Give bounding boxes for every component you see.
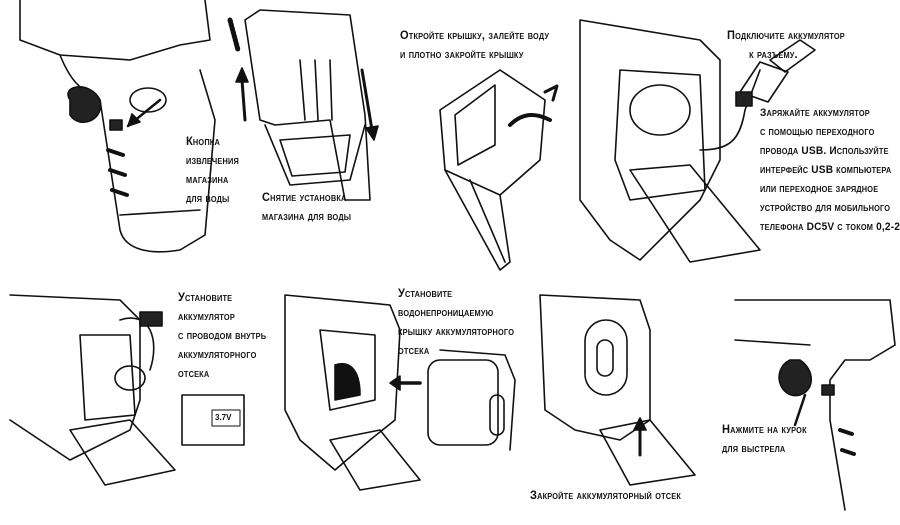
caption-line: Откройте крышку, залейте воду [400,28,550,42]
caption-line: магазина [186,172,229,186]
water-magazine-illustration [227,9,371,201]
battery-install-illustration [9,294,245,486]
lid-arrow-icon [508,113,552,127]
caption-line: извлечения [186,153,239,167]
caption-line: крышку аккумуляторного [398,324,515,338]
caption-line: отсека [398,343,430,357]
caption-line: Нажмите на курок [722,422,807,436]
magazine-fill-illustration [439,69,546,271]
caption-line: магазина для воды [262,209,352,223]
caption-line: отсека [178,366,210,380]
close-compartment-caption: Закройте аккумуляторный отсек [530,486,681,505]
caption-line: Установите [398,286,453,300]
caption-line: телефона DC5V с током 0,2-2A. [760,221,900,233]
battery-voltage-label: 3.7V [215,413,232,422]
charging-caption: Заряжайте аккумулятор с помощью переходн… [760,104,900,237]
cover-install-illustration [284,294,516,491]
install-cover-caption: Установите водонепроницаемую крышку акку… [398,284,514,360]
magazine-caption: Снятие установка магазина для воды [262,188,351,226]
arrow-head [127,113,141,127]
connect-battery-caption: Подключите аккумулятор к разъёму. [727,26,845,64]
caption-line: Подключите аккумулятор [727,28,845,42]
caption-line: Снятие установка [262,190,347,204]
compartment-close-illustration [539,294,696,486]
gun-grip-illustration [19,0,216,253]
caption-line: Кнопка [186,134,220,148]
caption-line: водонепроницаемую [398,305,494,319]
caption-line: устройство для мобильного [760,202,891,214]
caption-line: к разъёму. [749,47,798,61]
caption-line: Заряжайте аккумулятор [760,107,870,119]
caption-line: интерфейс USB компьютера [760,164,892,176]
trigger-illustration [734,299,896,511]
caption-line: Установите [178,290,233,304]
caption-line: Закройте аккумуляторный отсек [530,488,682,502]
fire-caption: Нажмите на курок для выстрела [722,420,807,458]
caption-line: провода USB. Используйте [760,145,889,157]
arrow-up-icon [240,78,247,122]
trigger-arrow-icon [793,393,807,427]
caption-line: для выстрела [722,441,786,455]
battery-connect-illustration [579,19,816,263]
caption-line: аккумуляторного [178,347,257,361]
caption-line: и плотно закройте крышку [400,47,524,61]
install-battery-caption: Установите аккумулятор с проводом внутрь… [178,288,266,383]
arrow-down-icon [360,68,374,132]
caption-line: для воды [186,191,230,205]
eject-button-caption: Кнопка извлечения магазина для воды [186,132,239,208]
caption-line: аккумулятор [178,309,235,323]
caption-line: с помощью переходного [760,126,875,138]
caption-line: с проводом внутрь [178,328,267,342]
fill-water-caption: Откройте крышку, залейте воду и плотно з… [400,26,549,64]
caption-line: или переходное зарядное [760,183,879,195]
